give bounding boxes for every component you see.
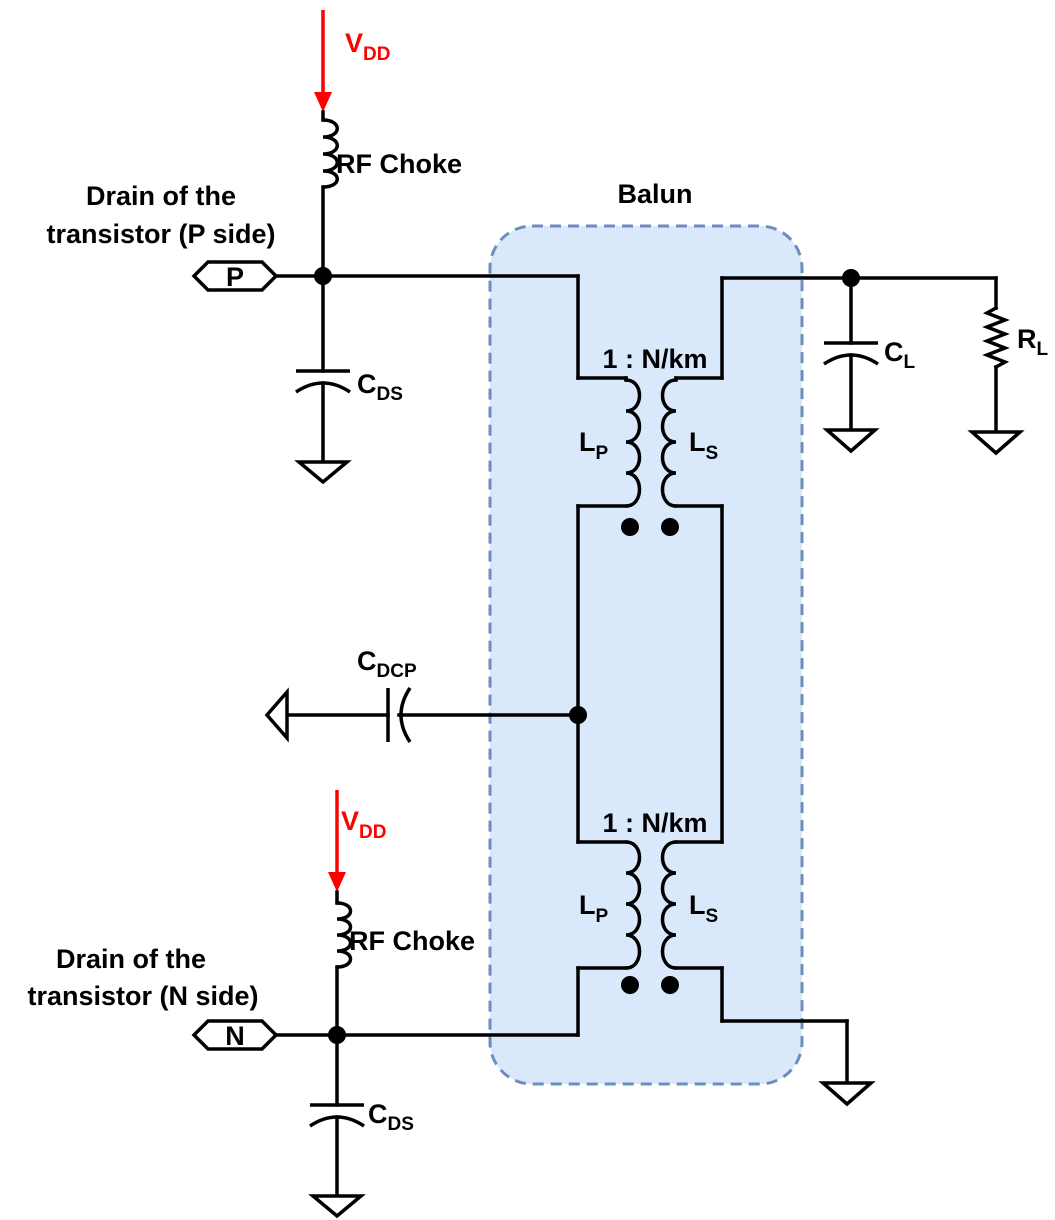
primary-coil-top <box>624 376 642 508</box>
cds-capacitor-n <box>309 1033 365 1198</box>
drain-label-p-line1: Drain of the <box>86 181 236 211</box>
rf-choke-label-p: RF Choke <box>336 149 462 179</box>
ground-rl <box>967 430 1025 456</box>
lp-label-top: LP <box>579 427 609 464</box>
ratio-top: 1 : N/km <box>602 344 707 374</box>
svg-text:N: N <box>225 1021 245 1051</box>
load-resistor <box>982 276 1010 434</box>
polarity-dot-top-secondary <box>661 518 679 536</box>
vdd-label-p: VDD <box>345 28 390 65</box>
polarity-dot-bottom-secondary <box>661 976 679 994</box>
polarity-dot-top-primary <box>621 518 639 536</box>
ratio-bottom: 1 : N/km <box>602 808 707 838</box>
drain-label-n-line2: transistor (N side) <box>27 981 258 1011</box>
vdd-label-n: VDD <box>341 806 386 843</box>
decoupling-capacitor <box>286 687 580 743</box>
rf-choke-label-n: RF Choke <box>349 926 475 956</box>
cl-label: CL <box>884 337 916 373</box>
ls-label-top: LS <box>689 427 718 464</box>
port-n: N <box>191 1019 279 1051</box>
ground-secondary <box>818 1081 876 1107</box>
drain-label-p-line2: transistor (P side) <box>46 219 275 249</box>
secondary-coil-bottom <box>660 840 678 970</box>
balun-title: Balun <box>617 179 692 209</box>
load-capacitor <box>823 276 879 432</box>
secondary-coil-top <box>660 378 678 508</box>
ground-n <box>308 1194 366 1219</box>
node-center-tap <box>569 706 587 724</box>
rf-choke-p <box>321 110 339 277</box>
cds-capacitor-p <box>295 274 351 464</box>
port-p: P <box>191 260 279 292</box>
balun-box <box>488 224 804 1086</box>
vdd-arrow-n <box>328 790 346 892</box>
lp-label-bottom: LP <box>579 890 609 927</box>
polarity-dot-bottom-primary <box>621 976 639 994</box>
ground-p <box>294 460 352 485</box>
drain-label-n-line1: Drain of the <box>56 944 206 974</box>
rf-choke-n <box>335 890 353 1037</box>
vdd-arrow-p <box>314 10 332 112</box>
cds-label-p: CDS <box>357 369 403 405</box>
ls-label-bottom: LS <box>689 890 718 927</box>
cds-label-n: CDS <box>368 1099 414 1135</box>
svg-text:P: P <box>226 262 244 292</box>
ground-cl <box>822 428 880 454</box>
rl-label: RL <box>1017 324 1049 360</box>
cdcp-label: CDCP <box>357 646 417 682</box>
primary-coil-bottom <box>624 840 642 970</box>
ground-dcp <box>264 687 289 743</box>
